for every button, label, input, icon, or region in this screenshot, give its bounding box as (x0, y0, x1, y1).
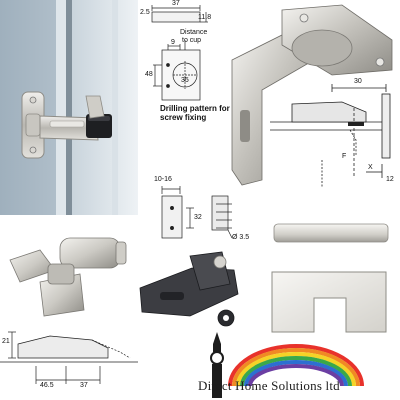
brand-footer (0, 330, 400, 400)
dim-spacing-label: 9 (171, 39, 175, 46)
cup-hinge-product (222, 0, 400, 190)
dim-cup-label: 35 (181, 77, 189, 84)
brand-name: Direct Home Solutions ltd (198, 378, 340, 393)
cover-cap-bar (270, 218, 392, 248)
note-drilling-line1: Drilling pattern for (160, 104, 230, 113)
cover-cap-graphic (273, 223, 389, 243)
side-section-diagram: 30 F X 12 (262, 78, 400, 190)
dim-diameter-label: Ø 3.5 (232, 234, 250, 241)
note-distance-line2: to cup (182, 37, 202, 44)
hinge-side-dimension-lines (0, 331, 138, 384)
black-mounting-plate (130, 250, 270, 332)
note-distance-line1: Distance (180, 29, 208, 36)
cup-hinge-graphic (231, 4, 393, 186)
dim-x-label: X (368, 164, 373, 171)
black-mounting-plate-graphic (139, 251, 239, 327)
mounting-plate-diagram: 10-16 32 Ø 3.5 (150, 174, 260, 244)
mounting-plate-lines (161, 186, 233, 239)
side-section-lines (270, 84, 391, 188)
cover-plate-u-shape (266, 268, 394, 336)
dim-range-label: 10-16 (154, 176, 172, 183)
dim-21-label: 21 (2, 338, 10, 345)
cabinet-hinge-photo (0, 0, 138, 215)
dim-right-label: 11.8 (198, 14, 212, 21)
drilling-pattern-lines (151, 5, 208, 101)
soft-close-damper (0, 220, 138, 320)
dim-32-label: 32 (194, 214, 202, 221)
note-drilling-line2: screw fixing (160, 113, 207, 122)
hinge-side-dimension-diagram: 21 46.5 37 (0, 322, 140, 392)
clock-tower-icon (210, 332, 224, 398)
cabinet-hinge-photo-graphic (0, 0, 138, 215)
dim-37-label: 37 (80, 382, 88, 389)
dim-left-label: 2.5 (140, 9, 150, 16)
cover-plate-graphic (271, 271, 387, 333)
dim-height-label: 48 (145, 71, 153, 78)
dim-width-label: 37 (172, 0, 180, 7)
dim-12-label: 12 (386, 176, 394, 183)
dim-f-label: F (342, 153, 347, 160)
dim-46-5-label: 46.5 (40, 382, 54, 389)
drilling-pattern-diagram: 37 2.5 11.8 Distance to cup 9 48 35 Dril… (140, 0, 230, 125)
rainbow-logo (228, 344, 364, 387)
soft-close-damper-graphic (9, 237, 127, 317)
dim-30-label: 30 (354, 78, 362, 85)
